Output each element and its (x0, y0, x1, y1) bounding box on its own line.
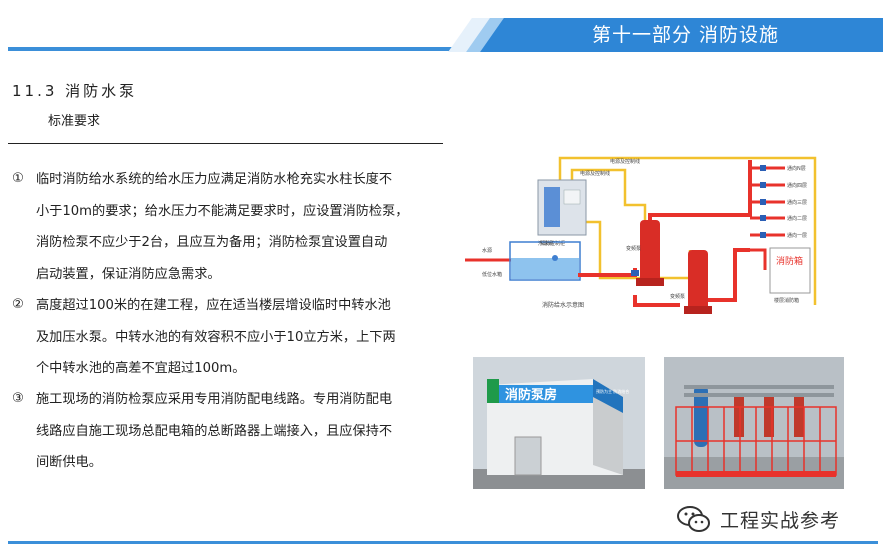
floor-label: 通向三层 (787, 199, 807, 206)
item-line: 小于10m的要求；给水压力不能满足要求时，应设置消防检泵， (36, 203, 409, 219)
power-wire (570, 168, 647, 238)
item-line: 线路应自施工现场总配电箱的总断路器上端接入，且应保持不 (36, 423, 393, 439)
item-number: ③ (12, 391, 24, 406)
item-line: 间断供电。 (36, 455, 102, 470)
hydrant-box-caption: 楼层消防箱 (774, 297, 799, 304)
pump-room-photo: 消防泵房 预防为主 防消结合 (473, 357, 645, 489)
pump-unit (764, 397, 774, 437)
valve (760, 215, 766, 221)
item-line: 及加压水泵。中转水池的有效容积不应小于10立方米，上下两 (36, 329, 396, 345)
header-rule (8, 47, 478, 51)
pump-base (636, 278, 664, 286)
floor-label: 通向一层 (787, 232, 807, 239)
sign-band (487, 385, 593, 403)
fire-pump (688, 250, 708, 310)
cabinet-display (563, 189, 581, 205)
wire-label: 电源及控制线 (610, 158, 640, 165)
valve (760, 232, 766, 238)
fire-pump (640, 220, 660, 282)
pump-label: 变频泵 (670, 293, 685, 300)
diagram-caption: 消防给水示意图 (542, 301, 584, 309)
suction-pipe (578, 268, 637, 277)
hydrant-box-title: 消防箱 (776, 255, 803, 267)
pump-pipe (633, 295, 680, 307)
item-line: 启动装置，保证消防应急需求。 (36, 266, 221, 282)
valve-label: 浮球阀 (538, 240, 553, 247)
item-text: 临时消防给水系统的给水压力应满足消防水枪充实水柱长度不 小于10m的要求；给水压… (36, 164, 456, 290)
valve (760, 182, 766, 188)
pump-base (684, 306, 712, 314)
floor-label: 通向四层 (787, 182, 807, 189)
room-sign: 消防泵房 (505, 387, 557, 403)
floor-label: 通向N层 (787, 165, 806, 172)
page-title: 第十一部分 消防设施 (592, 24, 780, 46)
sign-band-side (593, 379, 623, 413)
pump-unit (794, 397, 804, 437)
item-line: 个中转水池的高差不宜超过100m。 (36, 361, 246, 376)
fence-base (676, 471, 836, 477)
floor-branches (750, 166, 785, 237)
watermark: 工程实战参考 (676, 504, 840, 534)
pump-unit (734, 397, 744, 437)
item-line: 施工现场的消防检泵应采用专用消防配电线路。专用消防配电 (36, 392, 393, 407)
valve (631, 270, 639, 276)
tank-water (511, 258, 579, 279)
wire-label: 电源及控制线 (580, 170, 610, 177)
section-heading: 11.3 消防水泵 (12, 82, 138, 100)
room-door (514, 436, 542, 476)
float-ball (552, 255, 558, 261)
room-slogan: 预防为主 防消结合 (596, 388, 629, 394)
footer-rule (8, 541, 878, 544)
manifold-pipe (684, 385, 834, 397)
section-divider (8, 143, 443, 144)
valve (760, 199, 766, 205)
item-number: ① (12, 171, 24, 186)
floor-tag (785, 163, 813, 172)
discharge-pipe (705, 248, 750, 302)
power-wire (558, 156, 817, 305)
wechat-icon (677, 506, 710, 532)
item-number: ② (12, 297, 24, 312)
item-line: 消防检泵不应少于2台，且应互为备用；消防检泵宜设置自动 (36, 235, 388, 250)
fire-water-diagram: 电源及控制线 电源及控制线 消防控制柜 水源 浮球阀 低位水箱 变频泵 (460, 150, 875, 335)
water-tank (509, 241, 581, 281)
valve (760, 165, 766, 171)
fire-logo (487, 379, 499, 403)
item-line: 临时消防给水系统的给水压力应满足消防水枪充实水柱长度不 (36, 172, 393, 187)
tank-label: 低位水箱 (482, 271, 502, 278)
cabinet-label: 消防控制柜 (540, 240, 565, 247)
cabinet-panel (544, 187, 560, 227)
item-line: 高度超过100米的在建工程，应在适当楼层增设临时中转水池 (36, 298, 391, 313)
pressure-tank (694, 385, 708, 447)
pump-cage-photo (664, 357, 844, 489)
cabinet-branch (750, 248, 767, 270)
floor-label: 通向二层 (787, 215, 807, 222)
water-in-label: 水源 (482, 247, 492, 254)
item-text: 高度超过100米的在建工程，应在适当楼层增设临时中转水池 及加压水泵。中转水池的… (36, 290, 456, 385)
hydrant-box (769, 247, 811, 294)
item-text: 施工现场的消防检泵应采用专用消防配电线路。专用消防配电 线路应自施工现场总配电箱… (36, 384, 456, 479)
watermark-text: 工程实战参考 (720, 509, 841, 532)
pump-label: 变频泵 (626, 245, 641, 252)
discharge-pipe (648, 160, 752, 242)
section-subtitle: 标准要求 (48, 114, 101, 129)
